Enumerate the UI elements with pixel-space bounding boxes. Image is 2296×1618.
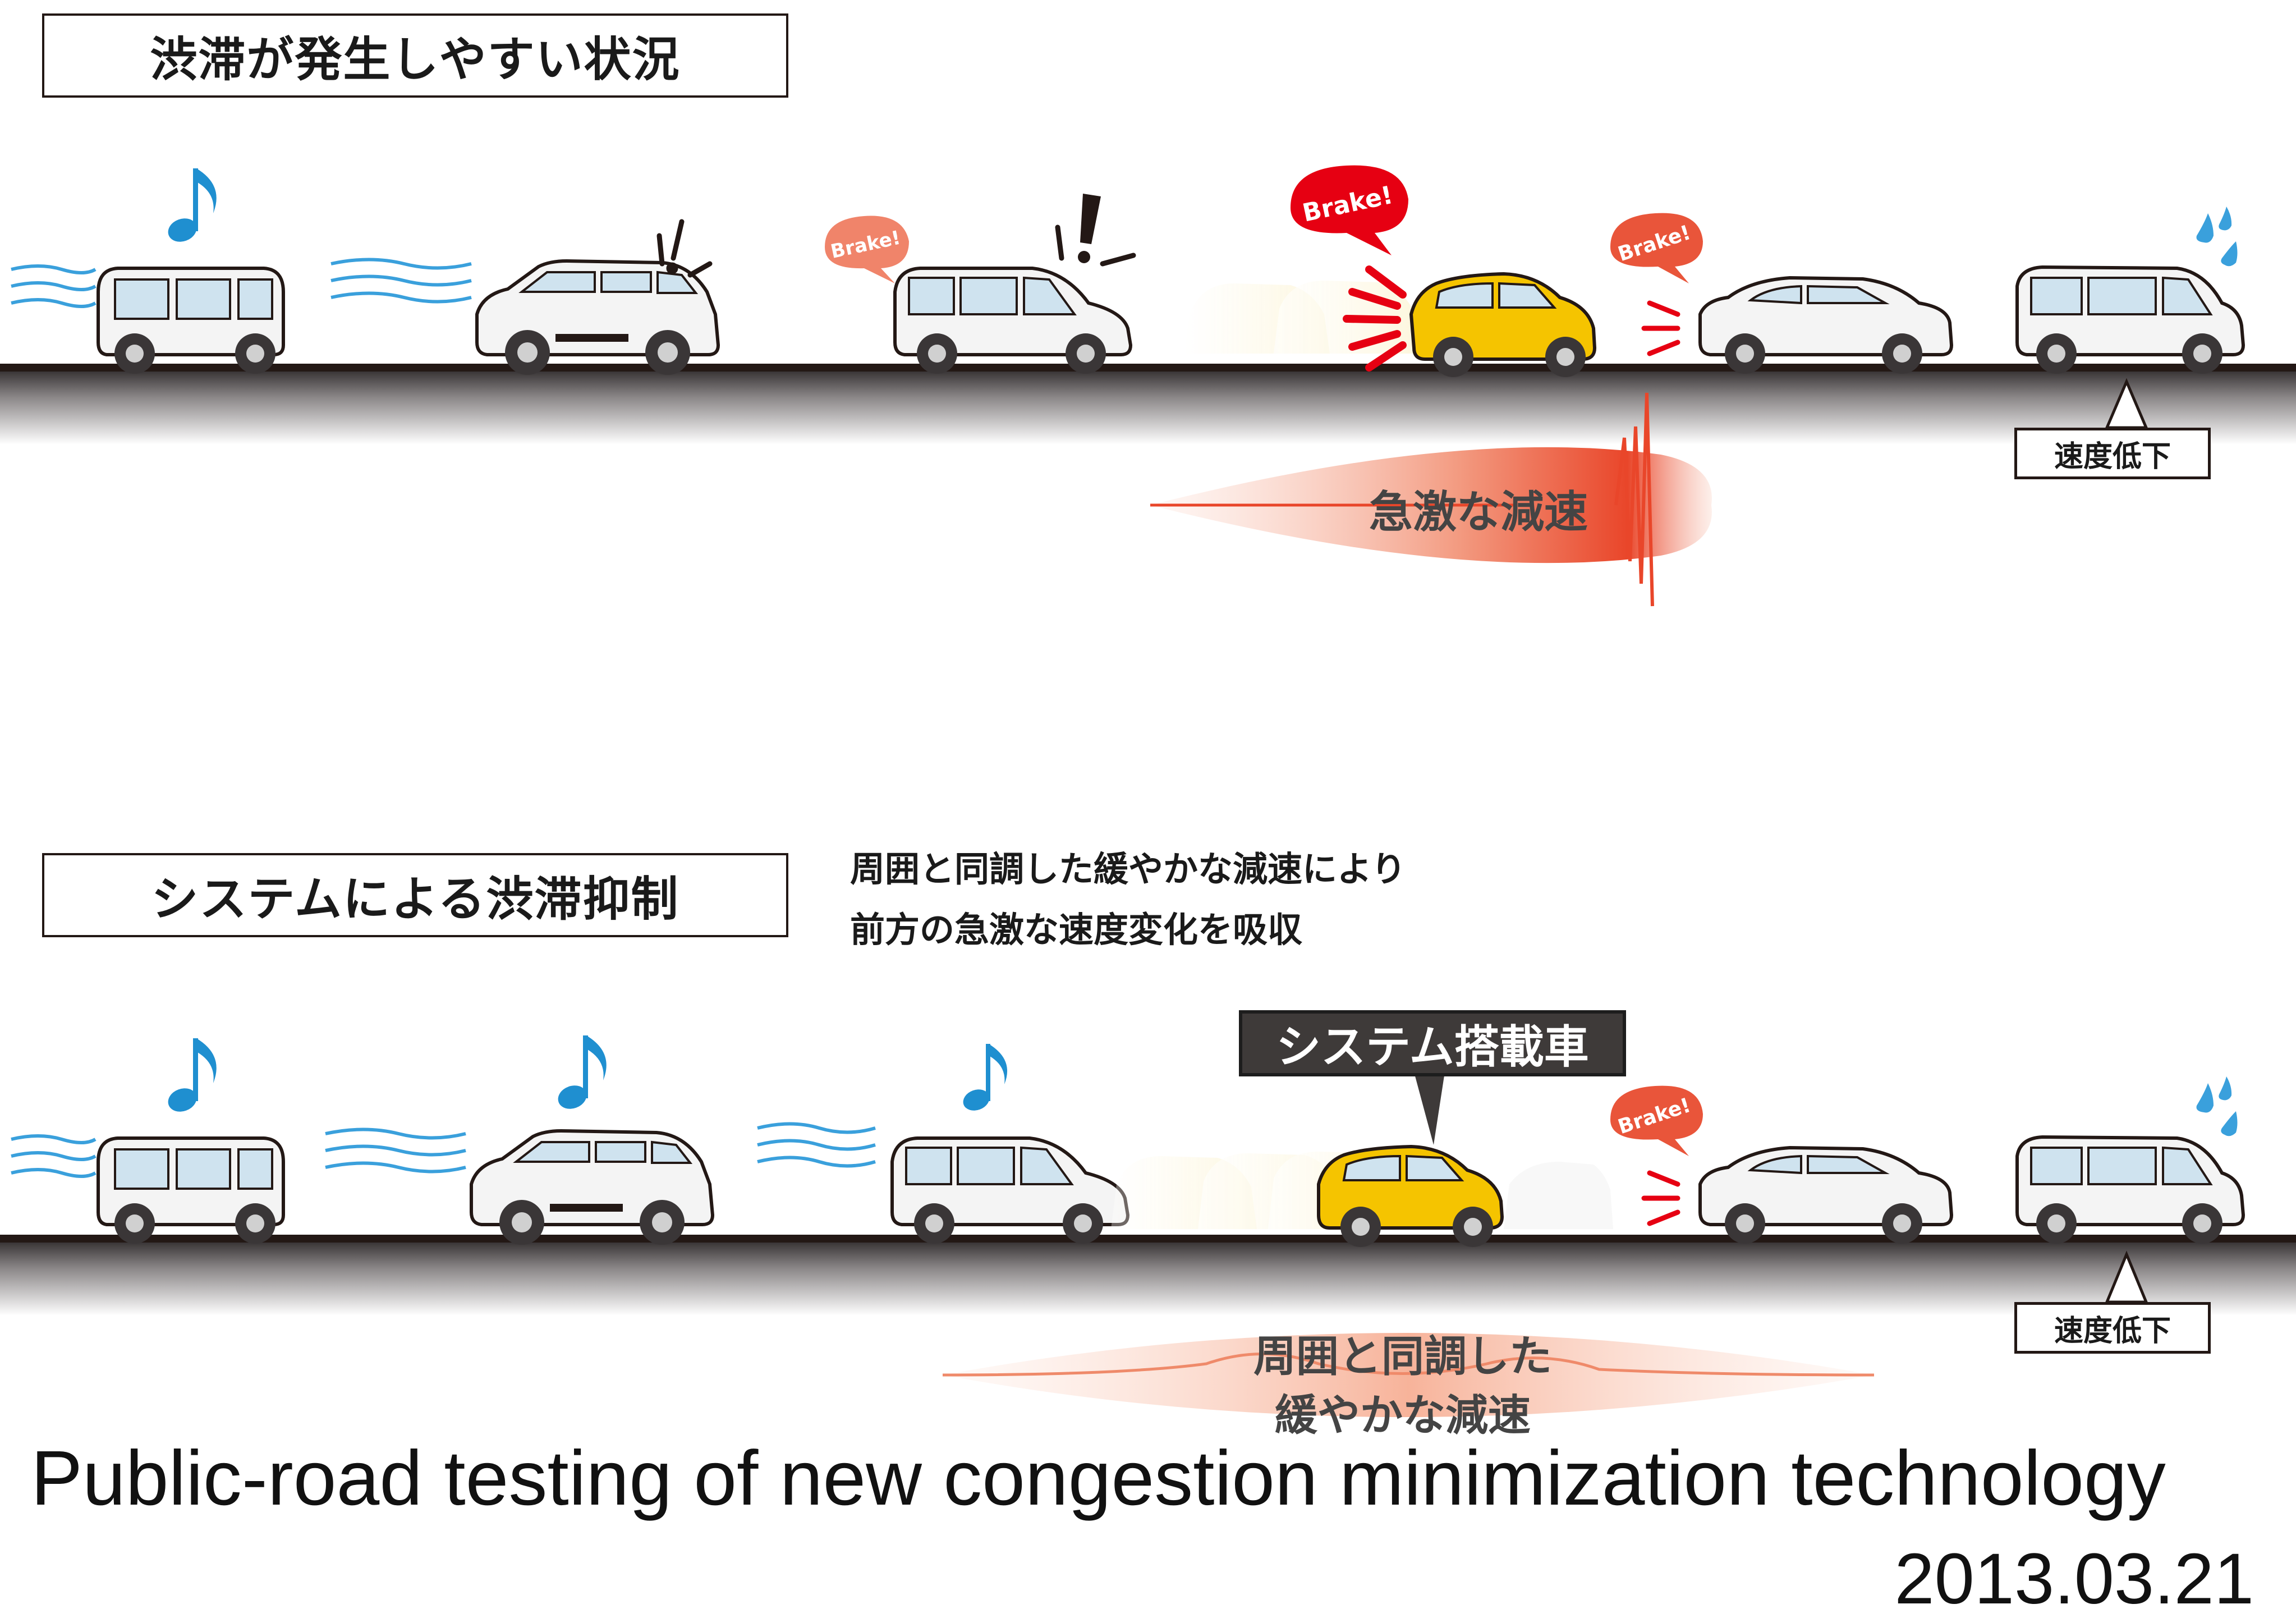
system-note-line1: 周囲と同調した緩やかな減速により: [850, 841, 1406, 891]
car-suv-top: [477, 261, 718, 375]
music-note-icon: [165, 168, 217, 246]
section-header-congestion-prone: 渋滞が発生しやすい状況: [42, 13, 788, 98]
gentle-decel-label-line2: 緩やかな減速: [1240, 1381, 1565, 1442]
music-note-icon: [960, 1044, 1007, 1114]
brake-bubble-sedan-bottom: Brake!: [1610, 1086, 1703, 1156]
section-header-system-suppression: システムによる渋滞抑制: [42, 853, 788, 937]
music-note-icon: [165, 1038, 217, 1116]
sweat-drops-icon: [2197, 207, 2238, 266]
brake-bubble-sedan-top: Brake!: [1610, 213, 1703, 283]
caption-date: 2013.03.21: [1894, 1538, 2254, 1618]
car-sedan-bottom: [1644, 1148, 1951, 1244]
car-minivan-top: [895, 268, 1131, 374]
car-sedan-top: [1644, 278, 1951, 374]
brake-bubble-small-top: Brake!: [825, 216, 909, 283]
car-kei-box-bottom: [98, 1138, 283, 1244]
exclamation-icon: [1058, 194, 1133, 264]
car-kei-box-top: [98, 268, 283, 374]
brake-bubble-large-top: Brake!: [1291, 166, 1408, 255]
car-van-top: [2017, 267, 2243, 374]
system-note-line2: 前方の急激な速度変化を吸収: [850, 901, 1302, 952]
exclamation-icon: [659, 222, 710, 275]
sweat-drops-icon: [2197, 1076, 2238, 1136]
car-suv-bottom: [471, 1131, 713, 1245]
sharp-decel-label: 急激な減速: [1369, 477, 1588, 540]
road-bottom: [0, 1235, 2296, 1316]
music-note-icon: [555, 1035, 607, 1113]
road-top: [0, 364, 2296, 444]
car-van-bottom: [2017, 1137, 2243, 1244]
car-yellow-system-bottom: [1319, 1147, 1502, 1247]
speed-drop-label-bottom: 速度低下: [2014, 1302, 2211, 1354]
car-minivan-bottom: [892, 1138, 1128, 1244]
system-car-label: システム搭載車: [1239, 1010, 1626, 1076]
caption-title: Public-road testing of new congestion mi…: [31, 1434, 2166, 1523]
system-car-pointer: [1414, 1072, 1445, 1145]
speed-drop-label-top: 速度低下: [2014, 428, 2211, 479]
gentle-decel-label-line1: 周囲と同調した: [1240, 1322, 1565, 1383]
